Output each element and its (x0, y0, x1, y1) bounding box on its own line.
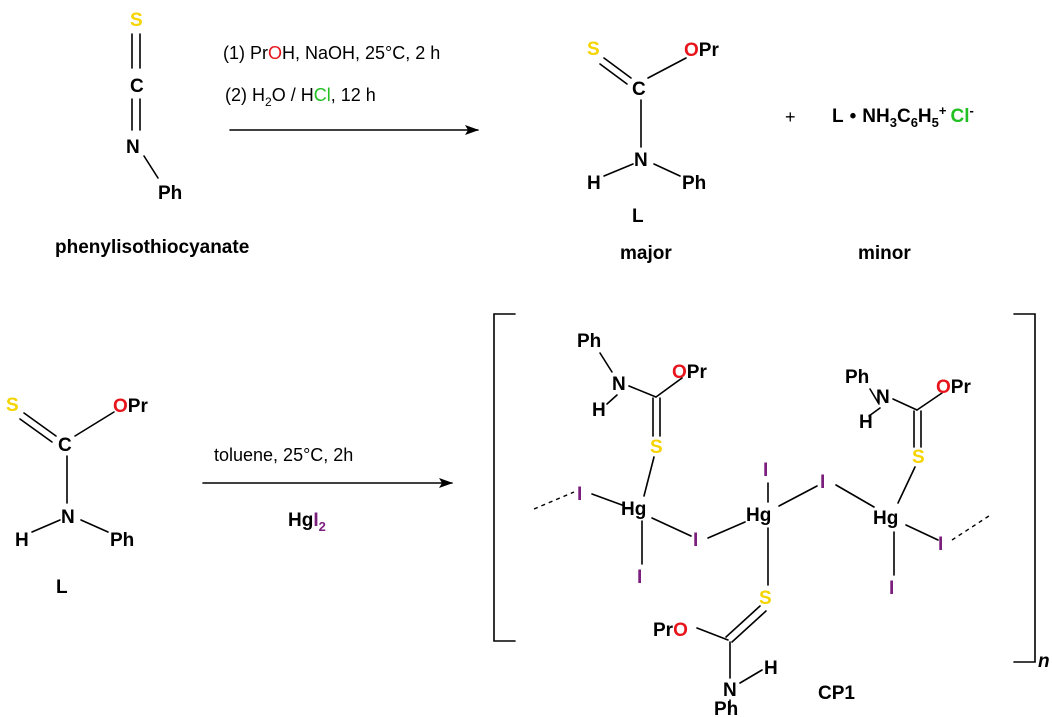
byproduct-salt: L•NH3C6H5+Cl- (832, 103, 974, 130)
ligand2-bond-n-c (892, 398, 918, 411)
ligand1-h: H (592, 400, 606, 421)
ligand3-opr: PrO (653, 620, 688, 641)
bond-hg3-i (905, 524, 939, 541)
ligand2-bond-ph-n (869, 388, 880, 405)
bridging-iodide-1: I (693, 530, 698, 551)
ligand1-n: N (612, 374, 626, 395)
compound-name-phenylisothiocyanate: phenylisothiocyanate (55, 237, 249, 258)
bond-i-hg2 (707, 521, 746, 539)
atom-n: N (126, 137, 140, 158)
atom-s: S (6, 395, 19, 416)
repeat-unit-n: n (1038, 651, 1050, 672)
compound-label-CP1: CP1 (818, 683, 855, 704)
mercury-hg1: Hg (621, 499, 646, 520)
bond-hg1-i (651, 517, 692, 537)
ligand2-bond-n-h (868, 407, 881, 417)
ligand3-h: H (764, 658, 778, 679)
group-opr: OPr (684, 40, 719, 61)
bond-s-c-1 (23, 412, 57, 437)
bond-n-ph (653, 163, 681, 177)
ligand3-bond-n-h (739, 669, 763, 684)
condition-solvent: toluene, 25°C, 2h (214, 445, 353, 465)
bridging-iodide-left: I (577, 484, 582, 505)
plus-sign: + (785, 107, 796, 127)
group-ph: Ph (158, 183, 182, 204)
ligand2-s: S (912, 447, 925, 468)
atom-s: S (587, 39, 600, 60)
bond-n-ph (80, 519, 109, 533)
bond-s-c-1 (603, 57, 632, 79)
condition-step-2: (2) H2O / HCl, 12 h (225, 85, 376, 109)
ligand2-bond-c-o (916, 392, 943, 411)
bond-n-h (603, 163, 634, 177)
group-opr: OPr (113, 396, 148, 417)
ligand1-bond-n-h (606, 394, 618, 405)
terminal-iodide-hg1: I (637, 567, 642, 588)
bond-hg2-i (778, 485, 818, 507)
bridging-iodide-right: I (938, 534, 943, 555)
atom-h: H (15, 530, 29, 551)
terminal-iodide-hg3: I (889, 578, 894, 599)
compound-label-L: L (632, 206, 644, 227)
bond-n-ph (143, 155, 159, 179)
ligand3-bond-c-o (696, 627, 729, 641)
group-ph: Ph (110, 530, 134, 551)
atom-s: S (130, 10, 143, 31)
ligand2-opr: OPr (936, 377, 971, 398)
atom-h: H (587, 173, 601, 194)
product-tag-major: major (620, 243, 672, 264)
phenylisothiocyanate-structure: S C N Ph (126, 10, 182, 204)
ligand2-ph: Ph (845, 367, 869, 388)
chain-continuation-left (533, 491, 575, 510)
group-ph: Ph (682, 173, 706, 194)
ligand1-opr: OPr (672, 362, 707, 383)
bond-c-o (647, 57, 687, 79)
bond-i-hg1 (591, 493, 623, 506)
bracket-right (1013, 313, 1036, 663)
bracket-left (493, 313, 516, 642)
ligand1-ph: Ph (577, 331, 601, 352)
bond-n-h (31, 519, 61, 533)
ligand1-bond-n-c (628, 385, 657, 398)
ligand3-bond-s-c-1 (725, 605, 761, 638)
ligand3-bond-s-c-2 (731, 610, 767, 643)
product-tag-minor: minor (858, 243, 911, 264)
ligand2-n: N (876, 387, 890, 408)
mercury-hg2: Hg (746, 505, 771, 526)
mercury-hg3: Hg (873, 508, 898, 529)
ligand3-ph: Ph (714, 699, 738, 717)
ligand1-s: S (650, 437, 663, 458)
ligand1-bond-c-o (655, 377, 683, 398)
ligand-L-structure: S C OPr N H Ph L (6, 395, 148, 598)
reagent-hgi2: HgI2 (288, 510, 326, 534)
ligand2-h: H (859, 412, 873, 433)
atom-c: C (58, 435, 72, 456)
chain-continuation-right (951, 513, 993, 541)
ligand3-s: S (759, 588, 772, 609)
coordination-polymer-CP1: I Hg I Hg I Hg I I I I Ph N H OPr S P (533, 331, 993, 717)
ligand1-bond-s-hg1 (643, 456, 655, 497)
condition-step-1: (1) PrOH, NaOH, 25°C, 2 h (223, 43, 440, 63)
product-L-structure: S C OPr N H Ph L (587, 39, 719, 227)
bridging-iodide-2: I (820, 472, 825, 493)
terminal-iodide-hg2: I (763, 460, 768, 481)
atom-n: N (61, 507, 75, 528)
ligand2-bond-s-hg3 (897, 466, 916, 504)
bond-s-c-2 (599, 63, 628, 85)
atom-c: C (632, 79, 646, 100)
atom-c: C (130, 76, 144, 97)
bond-s-c-2 (19, 418, 53, 443)
atom-n: N (634, 150, 648, 171)
bond-i-hg3 (835, 484, 875, 508)
compound-label-L: L (56, 577, 68, 598)
bond-c-o (74, 411, 115, 437)
ligand1-bond-ph-n (599, 352, 613, 373)
ligand3-n: N (723, 680, 737, 701)
top-conditions: (1) PrOH, NaOH, 25°C, 2 h (2) H2O / HCl,… (223, 43, 440, 109)
